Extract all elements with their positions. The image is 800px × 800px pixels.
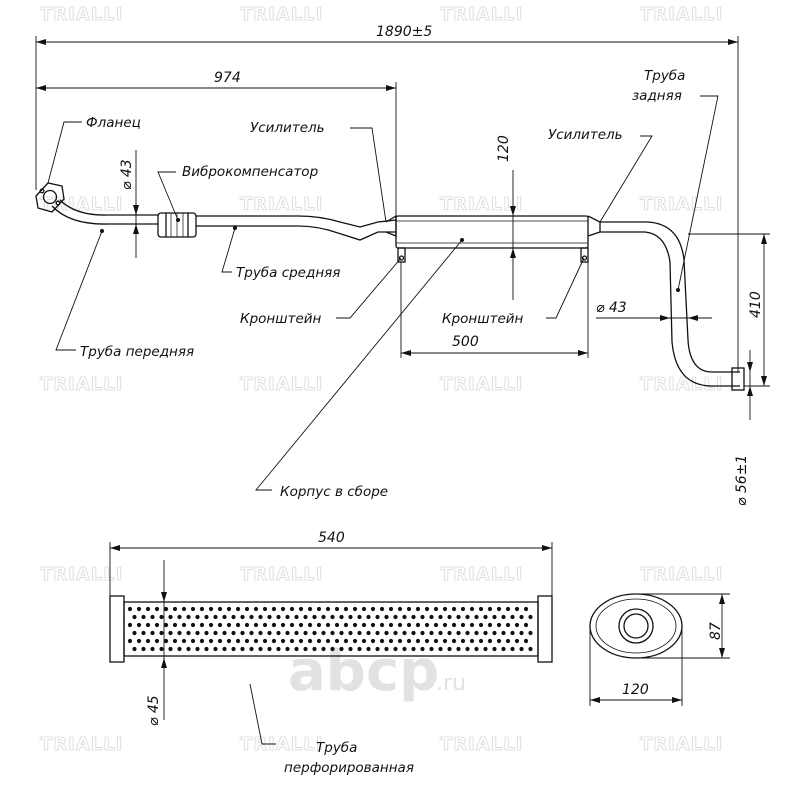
- perforation-holes: [127, 606, 533, 652]
- reinforcer-left: [385, 214, 397, 237]
- watermark-brand: TRIALLI: [440, 194, 523, 215]
- label-bracket-left: Кронштейн: [240, 311, 322, 327]
- exhaust-assembly: [35, 182, 745, 391]
- watermark-brand: TRIALLI: [40, 734, 123, 755]
- label-reinforcer-left: Усилитель: [250, 120, 325, 136]
- reinforcer-right: [587, 215, 601, 237]
- watermark-brand: TRIALLI: [640, 4, 723, 25]
- vibro-compensator: [157, 212, 197, 238]
- watermark-brand: TRIALLI: [440, 734, 523, 755]
- label-perforated-2: перфорированная: [284, 760, 414, 776]
- cross-section-dimensions: [589, 593, 730, 706]
- watermark-brand: TRIALLI: [40, 374, 123, 395]
- watermark-brand: TRIALLI: [240, 564, 323, 585]
- bracket-left: [397, 247, 406, 263]
- watermark-brand: TRIALLI: [440, 374, 523, 395]
- watermark-brand: TRIALLI: [640, 374, 723, 395]
- rear-pipe: [600, 221, 740, 387]
- dim-perforated-length: 540: [318, 530, 345, 546]
- dim-body-height: 120: [496, 135, 512, 162]
- dim-section-width: 120: [622, 682, 649, 698]
- dim-total-length: 1890±5: [376, 24, 432, 40]
- dim-rear-diameter: ⌀ 43: [596, 300, 627, 316]
- cross-section: [589, 593, 683, 659]
- watermark-brand: TRIALLI: [440, 4, 523, 25]
- label-middle-pipe: Труба средняя: [236, 265, 340, 281]
- label-reinforcer-right: Усилитель: [548, 127, 623, 143]
- watermark-layer: TRIALLI TRIALLI TRIALLI TRIALLI TRIALLI TRIAL…: [40, 4, 723, 756]
- perforated-dimension-lines: [109, 542, 553, 745]
- muffler-body: [395, 215, 589, 249]
- label-perforated-1: Труба: [316, 740, 357, 756]
- watermark-brand: TRIALLI: [240, 374, 323, 395]
- label-flange: Фланец: [86, 115, 141, 131]
- watermark-brand: TRIALLI: [40, 564, 123, 585]
- cross-section-arrows: [590, 594, 725, 703]
- leader-lines: [47, 95, 719, 491]
- watermark-brand: TRIALLI: [640, 734, 723, 755]
- dim-bracket-spacing: 500: [452, 334, 479, 350]
- label-front-pipe: Труба передняя: [80, 344, 194, 360]
- label-body-assembly: Корпус в сборе: [280, 484, 388, 500]
- dim-front-length: 974: [214, 70, 241, 86]
- middle-pipe: [196, 215, 397, 241]
- watermark-brand: TRIALLI: [40, 4, 123, 25]
- label-vibro-compensator: Виброкомпенсатор: [182, 164, 318, 180]
- watermark-brand: TRIALLI: [240, 4, 323, 25]
- dim-outlet-diameter: ⌀ 56±1: [734, 455, 750, 506]
- front-pipe: [51, 199, 158, 225]
- leader-dots: [100, 218, 680, 292]
- dimension-arrows: [36, 39, 767, 396]
- dim-perforated-diameter: ⌀ 45: [146, 695, 162, 726]
- dimension-lines: [35, 36, 770, 420]
- watermark-brand: TRIALLI: [440, 564, 523, 585]
- dim-front-diameter: ⌀ 43: [119, 159, 135, 190]
- perforated-tube: [109, 595, 553, 663]
- abcp-logo-text: abcp: [288, 639, 439, 704]
- label-rear-pipe-1: Труба: [644, 68, 685, 84]
- bracket-right: [580, 247, 589, 263]
- abcp-logo-suffix: .ru: [436, 671, 466, 696]
- dim-section-height: 87: [708, 622, 724, 640]
- watermark-brand: TRIALLI: [240, 734, 323, 755]
- label-bracket-right: Кронштейн: [442, 311, 524, 327]
- label-rear-pipe-2: задняя: [632, 88, 682, 104]
- watermark-brand: TRIALLI: [240, 194, 323, 215]
- perforated-dimension-arrows: [110, 545, 552, 668]
- watermark-brand: TRIALLI: [640, 194, 723, 215]
- dim-rear-drop: 410: [748, 291, 764, 318]
- watermark-brand: TRIALLI: [640, 564, 723, 585]
- watermark-brand: TRIALLI: [40, 194, 123, 215]
